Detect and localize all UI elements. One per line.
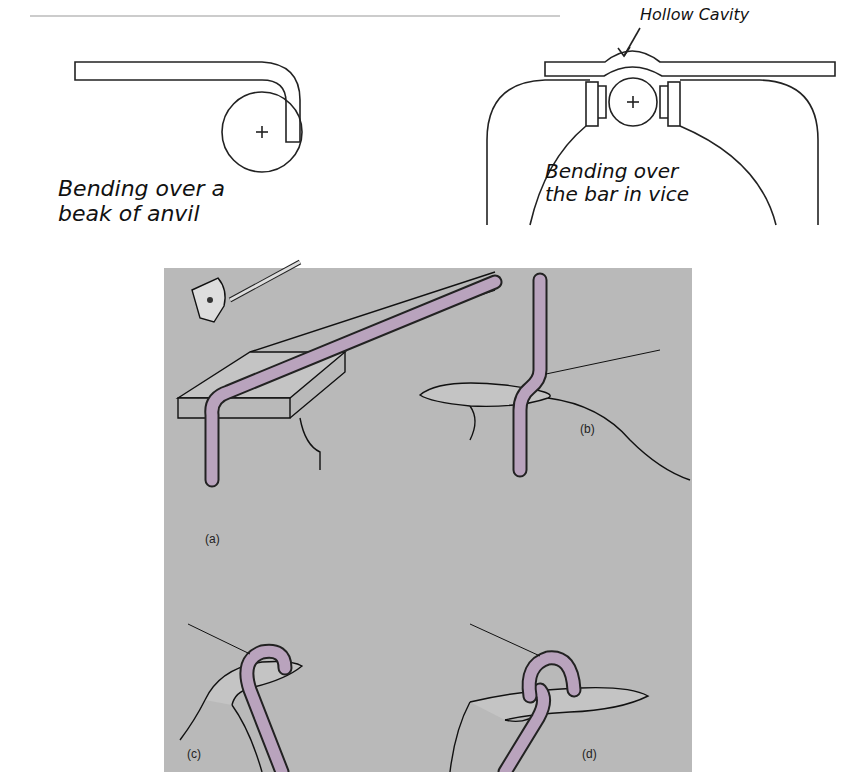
figure-tag: (a) (205, 533, 245, 547)
vice-sketch (487, 28, 835, 225)
figure-d (450, 624, 648, 772)
caption-text: Bending over the bar in vice (545, 160, 713, 206)
anvil-sketch (75, 62, 302, 172)
figure-panel (164, 268, 692, 772)
figure-tag: (c) (187, 748, 227, 762)
caption-text: Bending over a beak of anvil (58, 176, 258, 227)
figure-c (180, 624, 302, 772)
callout-text: Hollow Cavity (640, 6, 810, 24)
figure-b (420, 280, 690, 480)
figure-tag: (b) (580, 423, 620, 437)
figure-a (178, 262, 495, 480)
rule-line (30, 16, 560, 17)
figure-tag: (d) (582, 748, 622, 762)
